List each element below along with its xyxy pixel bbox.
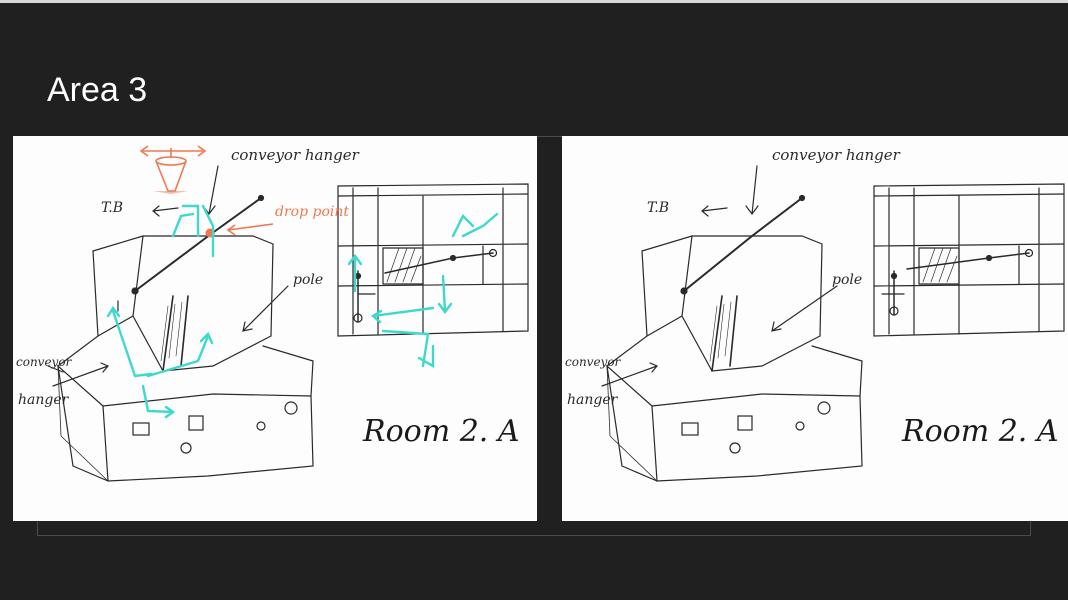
annotated-sketch-image: conveyor hanger T.B drop point pole conv…	[13, 136, 537, 521]
drop-point-markup	[139, 145, 274, 236]
label-tob: T.B	[101, 200, 123, 216]
plain-sketch-image: conveyor hanger T.B pole conveyor hanger…	[562, 136, 1068, 521]
top-divider	[0, 0, 1068, 3]
room-structure-lines	[47, 165, 529, 482]
label-conveyor-hanger-plain: conveyor hanger	[772, 146, 901, 164]
cyan-flow-arrows	[106, 204, 499, 419]
label-tob-plain: T.B	[647, 200, 669, 216]
label-conveyor-left: conveyor	[16, 355, 73, 369]
label-pole-plain: pole	[832, 272, 862, 288]
slide-title: Area 3	[47, 71, 148, 109]
label-room-plain: Room 2. A	[901, 414, 1059, 449]
label-conveyor-hanger: conveyor hanger	[231, 146, 360, 164]
label-pole: pole	[293, 272, 323, 288]
label-hanger-left: hanger	[18, 392, 70, 408]
plain-sketch-drawing: conveyor hanger T.B pole conveyor hanger…	[565, 146, 1065, 482]
label-hanger-left-plain: hanger	[567, 392, 619, 408]
label-room: Room 2. A	[362, 414, 520, 449]
annotated-sketch-drawing: conveyor hanger T.B drop point pole conv…	[16, 145, 529, 482]
label-drop-point: drop point	[275, 204, 349, 220]
label-conveyor-left-plain: conveyor	[565, 355, 622, 369]
room-structure-lines-plain	[601, 165, 1065, 482]
